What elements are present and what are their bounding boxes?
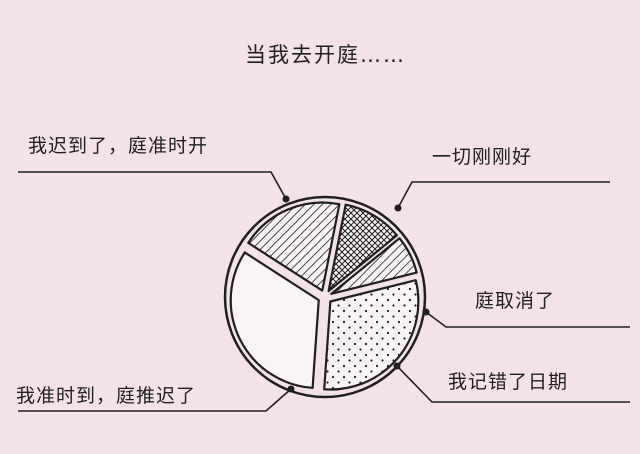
leader-dot-slice-4 <box>287 385 295 393</box>
leader-line-slice-1 <box>397 181 610 209</box>
leader-dot-slice-1 <box>394 204 402 212</box>
leader-line-slice-0 <box>18 171 287 200</box>
slice-label-3: 我记错了日期 <box>448 371 568 393</box>
leader-dots <box>282 195 430 393</box>
slice-label-4: 我准时到，庭推迟了 <box>16 385 196 407</box>
chart-title: 当我去开庭…… <box>245 43 406 67</box>
pie-slices <box>229 201 420 391</box>
pie-slice-0 <box>229 251 320 390</box>
leader-lines <box>18 171 630 412</box>
pie-slice-4 <box>323 279 420 391</box>
leader-dot-slice-2 <box>422 308 430 316</box>
leader-line-slice-2 <box>425 311 630 328</box>
leader-line-slice-3 <box>396 365 630 403</box>
pie-slice-1 <box>247 201 341 292</box>
leader-dot-slice-3 <box>393 362 401 370</box>
pie-slice-3 <box>330 237 418 295</box>
pie-slice-2 <box>327 203 398 293</box>
slice-label-0: 我迟到了，庭准时开 <box>28 135 208 157</box>
leader-line-slice-4 <box>18 388 292 412</box>
slice-label-2: 庭取消了 <box>475 290 555 312</box>
pie-outer-ring <box>223 195 427 399</box>
leader-dot-slice-0 <box>282 195 290 203</box>
slice-label-1: 一切刚刚好 <box>432 146 532 168</box>
